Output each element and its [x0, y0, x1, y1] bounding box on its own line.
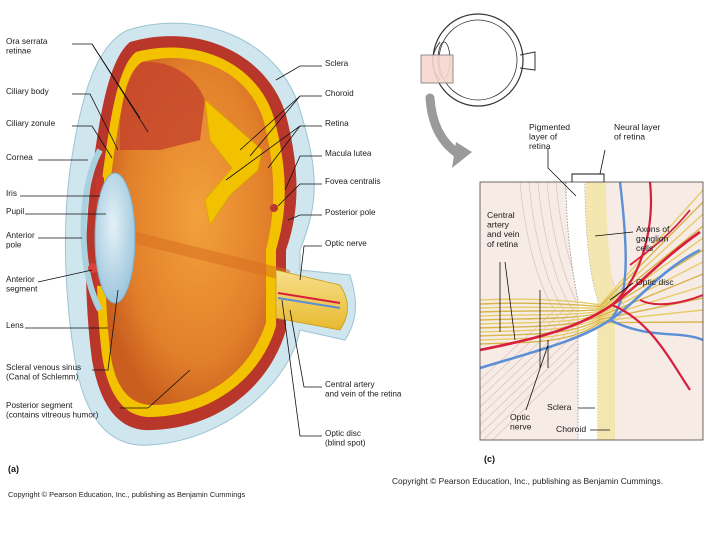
nerve-fiber: [480, 237, 703, 317]
optic-nerve-shape: [275, 269, 348, 331]
label-c-choroid: Choroid: [556, 424, 586, 434]
optic-nerve-fibers: [480, 189, 703, 345]
nerve-fiber: [480, 309, 703, 341]
ciliary-body: [119, 61, 205, 150]
label-c-sclera: Sclera: [547, 402, 572, 412]
panel-c-leaders: [499, 148, 634, 431]
central-vein: [480, 248, 701, 370]
label-left-4: Iris: [6, 189, 17, 198]
nerve-fiber: [480, 201, 703, 308]
label-right-2: Retina: [325, 119, 349, 128]
panel-a-copyright: Copyright © Pearson Education, Inc., pub…: [8, 490, 245, 499]
label-left-9: Scleral venous sinus(Canal of Schlemm): [6, 363, 81, 382]
cornea-shape: [80, 148, 103, 312]
label-right-4: Fovea centralis: [325, 177, 381, 186]
label-left-10: Posterior segment(contains vitreous humo…: [6, 401, 99, 420]
label-right-3: Macula lutea: [325, 149, 372, 158]
central-artery: [480, 230, 701, 352]
panel-c-copyright: Copyright © Pearson Education, Inc., pub…: [392, 476, 663, 486]
nerve-fiber: [480, 225, 703, 313]
label-c-optic-disc: Optic disc: [636, 277, 674, 287]
panel-c-detail: [480, 182, 703, 440]
label-left-5: Pupil: [6, 207, 24, 216]
panel-a-leaders-left: [20, 43, 191, 409]
nerve-fiber: [480, 321, 703, 345]
label-right-0: Sclera: [325, 59, 349, 68]
label-left-8: Lens: [6, 321, 24, 330]
nerve-fiber: [480, 273, 703, 329]
nerve-fiber: [480, 189, 703, 306]
panel-a-eye: [64, 22, 356, 446]
retina-fold: [204, 99, 263, 227]
label-right-6: Optic nerve: [325, 239, 367, 248]
eye-thumbnail: [420, 13, 536, 107]
label-left-2: Ciliary zonule: [6, 119, 56, 128]
label-left-1: Ciliary body: [6, 87, 50, 96]
section-plane: [120, 228, 290, 282]
label-right-5: Posterior pole: [325, 208, 376, 217]
panel-c-label: (c): [484, 454, 495, 464]
lens-shape: [94, 172, 136, 304]
nerve-fiber: [480, 213, 703, 309]
zoom-arrow-head: [452, 142, 472, 168]
panel-a-label: (a): [8, 464, 19, 474]
label-left-3: Cornea: [6, 153, 33, 162]
panel-a-leaders-right: [225, 65, 322, 437]
nerve-fiber: [480, 285, 703, 333]
label-right-8: Optic disc(blind spot): [325, 429, 366, 448]
label-right-1: Choroid: [325, 89, 354, 98]
